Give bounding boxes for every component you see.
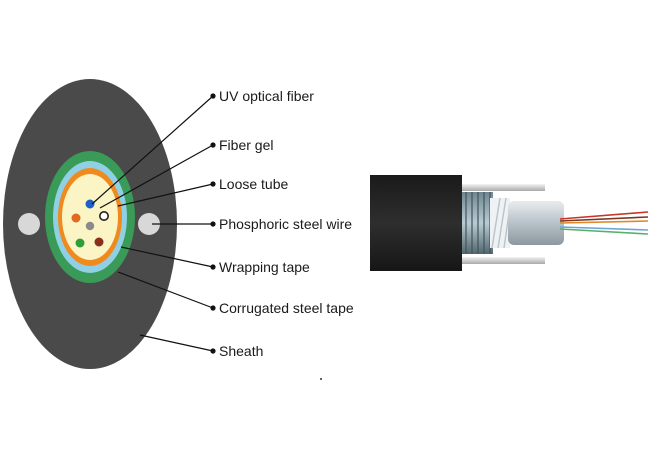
label-fiber-gel: Fiber gel [219,137,273,153]
side-fibers [559,211,649,235]
leader-fiber-gel [99,144,214,209]
side-steel-wire-top [455,184,545,191]
side-fiber-brown [559,216,649,222]
steel-wire-right [138,213,160,235]
label-loose-tube: Loose tube [219,176,288,192]
leader-uv-fiber [91,95,214,205]
steel-wire-left [18,213,40,235]
fiber-blue [85,199,95,209]
callout-labels: UV optical fiber Fiber gel Loose tube Ph… [219,88,354,359]
cross-section [3,79,177,369]
leader-wrapping-tape [120,246,214,268]
callout-lines [91,95,214,352]
leader-dot-corrugated-tape [210,305,216,311]
leader-loose-tube [117,183,214,207]
side-wrapping-tape [490,198,510,248]
leader-corrugated-tape [117,271,214,309]
side-sheath [370,175,462,271]
leader-dot-uv-fiber [210,93,216,99]
leader-dot-sheath [210,348,216,354]
side-steel-wire-bottom [455,257,545,264]
leader-dot-loose-tube [210,181,216,187]
fiber-brown [94,237,104,247]
callout-dots [210,93,216,354]
fiber-gel-layer [62,174,118,260]
fiber-green [75,238,85,248]
fiber-orange [71,213,81,223]
cable-side-view [370,175,649,271]
leader-dot-steel-wire [210,221,216,227]
fiber-white [99,211,110,222]
side-loose-tube [508,201,564,245]
leader-dot-wrapping-tape [210,264,216,270]
label-corrugated-steel-tape: Corrugated steel tape [219,300,354,316]
label-uv-optical-fiber: UV optical fiber [219,88,314,104]
side-fiber-red [559,211,649,220]
label-wrapping-tape: Wrapping tape [219,259,310,275]
side-fiber-orange [559,220,649,224]
stray-dot [320,378,322,380]
side-fiber-green [559,228,649,235]
leader-sheath [139,334,214,352]
side-fiber-blue [559,226,649,231]
leader-dot-fiber-gel [210,142,216,148]
label-phosphoric-steel-wire: Phosphoric steel wire [219,216,352,232]
label-sheath: Sheath [219,343,263,359]
fiber-gray [85,221,95,231]
